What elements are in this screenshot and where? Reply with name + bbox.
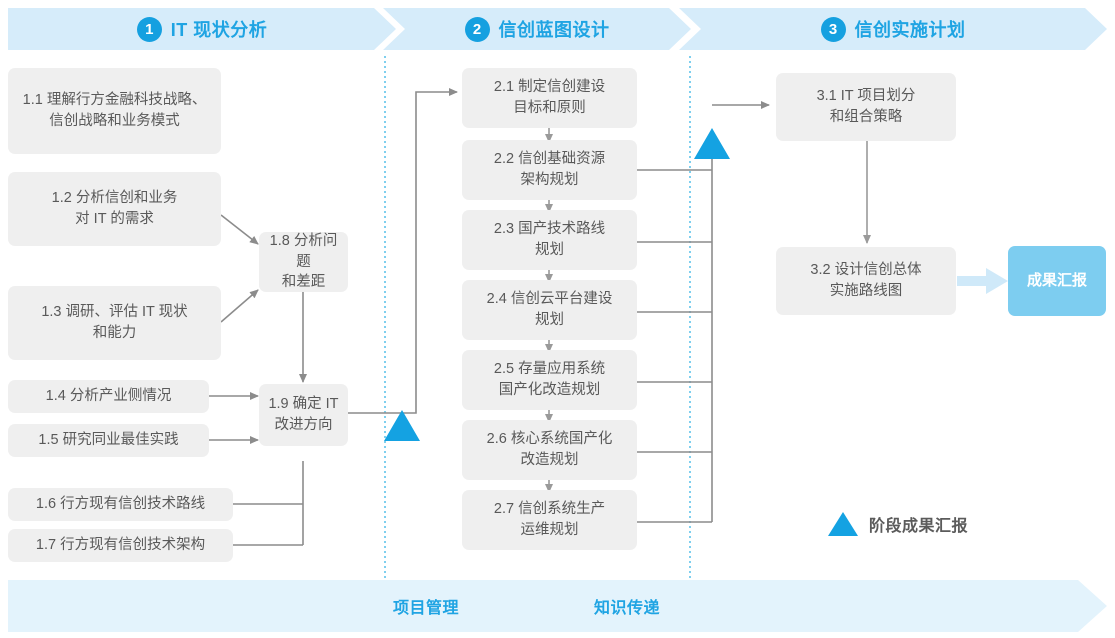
node-1-1-line2: 信创战略和业务模式: [49, 113, 180, 129]
node-2-1-line2: 目标和原则: [513, 100, 586, 116]
node-1-1[interactable]: 1.1 理解行方金融科技战略、信创战略和业务模式: [8, 68, 221, 154]
node-1-9[interactable]: 1.9 确定 IT 改进方向: [259, 384, 348, 446]
legend-label: 阶段成果汇报: [869, 518, 969, 535]
wire-1-3-to-1-8: [220, 289, 259, 323]
node-3-1-line1: 3.1 IT 项目划分: [816, 88, 916, 105]
footer-label-1: 项目管理: [393, 600, 460, 617]
node-1-9-line1: 1.9 确定 IT: [268, 396, 339, 413]
node-3-2-line2: 实施路线图: [829, 283, 903, 299]
node-2-1[interactable]: 2.1 制定信创建设目标和原则: [462, 68, 637, 128]
node-2-6-line1: 2.6 核心系统国产化: [486, 431, 613, 448]
node-1-6-line1: 1.6 行方现有信创技术路线: [35, 496, 206, 513]
node-3-1-line2: 和组合策略: [829, 109, 903, 125]
milestone-triangle-phase1: [384, 410, 420, 441]
node-2-3[interactable]: 2.3 国产技术路线规划: [462, 210, 637, 270]
legend: 阶段成果汇报: [828, 512, 968, 536]
phase-title-1: IT 现状分析: [170, 20, 268, 40]
result-chip-line2: 汇报: [1057, 272, 1088, 290]
node-2-7-line1: 2.7 信创系统生产: [493, 501, 606, 518]
node-2-7-line2: 运维规划: [520, 522, 579, 538]
node-2-4-line2: 规划: [535, 312, 564, 328]
node-1-5-line1: 1.5 研究同业最佳实践: [38, 432, 179, 449]
wire-1-9-to-2-1: [348, 88, 458, 414]
wire-1-2-to-1-8: [220, 214, 259, 245]
node-1-7-line1: 1.7 行方现有信创技术架构: [35, 537, 206, 554]
node-2-3-line1: 2.3 国产技术路线: [493, 221, 606, 238]
node-2-2-line2: 架构规划: [520, 172, 579, 188]
node-1-3-line1: 1.3 调研、评估 IT 现状: [41, 304, 188, 321]
node-1-9-line2: 改进方向: [274, 417, 333, 433]
node-1-8-line1: 1.8 分析问题: [269, 233, 338, 270]
node-3-1[interactable]: 3.1 IT 项目划分和组合策略: [776, 73, 956, 141]
node-2-5-line1: 2.5 存量应用系统: [493, 361, 606, 378]
node-2-4[interactable]: 2.4 信创云平台建设规划: [462, 280, 637, 340]
node-2-1-line1: 2.1 制定信创建设: [493, 79, 606, 96]
node-1-2-line2: 对 IT 的需求: [75, 211, 154, 227]
node-1-6[interactable]: 1.6 行方现有信创技术路线: [8, 488, 233, 521]
footer-band[interactable]: 项目管理 知识传递: [8, 580, 1107, 632]
phase-title-2: 信创蓝图设计: [498, 20, 610, 40]
phase-band-2-shape: [383, 8, 691, 50]
phase-title-3: 信创实施计划: [854, 20, 966, 40]
phase-band-3[interactable]: 3 信创实施计划: [679, 8, 1107, 50]
phase-band-3-shape: [679, 8, 1107, 50]
node-1-3-line2: 和能力: [92, 325, 137, 341]
phase-band-1-shape: [8, 8, 396, 50]
phase-band-2[interactable]: 2 信创蓝图设计: [383, 8, 691, 50]
node-1-2[interactable]: 1.2 分析信创和业务对 IT 的需求: [8, 172, 221, 246]
node-1-5[interactable]: 1.5 研究同业最佳实践: [8, 424, 209, 457]
node-2-3-line2: 规划: [535, 242, 564, 258]
node-2-2[interactable]: 2.2 信创基础资源架构规划: [462, 140, 637, 200]
node-1-4[interactable]: 1.4 分析产业侧情况: [8, 380, 209, 413]
phase-number-2: 2: [464, 16, 490, 42]
node-1-7[interactable]: 1.7 行方现有信创技术架构: [8, 529, 233, 562]
triangle-up-icon: [828, 512, 858, 536]
wire-3-2-to-result: [957, 268, 1008, 294]
node-1-8-line2: 和差距: [281, 274, 326, 291]
node-3-2[interactable]: 3.2 设计信创总体实施路线图: [776, 247, 956, 315]
footer-band-shape: [8, 580, 1107, 632]
phase-number-3: 3: [820, 16, 846, 42]
node-1-1-line1: 1.1 理解行方金融科技战略、: [22, 92, 207, 109]
footer-label-2: 知识传递: [594, 600, 661, 617]
result-chip-line1: 成果: [1026, 272, 1057, 290]
phase-number-1: 1: [136, 16, 162, 42]
node-2-6[interactable]: 2.6 核心系统国产化改造规划: [462, 420, 637, 480]
node-2-5[interactable]: 2.5 存量应用系统国产化改造规划: [462, 350, 637, 410]
node-2-2-line1: 2.2 信创基础资源: [493, 151, 606, 168]
node-3-2-line1: 3.2 设计信创总体: [810, 262, 922, 279]
result-chip[interactable]: 成果汇报: [1008, 246, 1106, 316]
node-1-3[interactable]: 1.3 调研、评估 IT 现状和能力: [8, 286, 221, 360]
node-1-2-line1: 1.2 分析信创和业务: [51, 190, 178, 207]
phase-band-1[interactable]: 1 IT 现状分析: [8, 8, 396, 50]
node-2-5-line2: 国产化改造规划: [498, 382, 601, 398]
node-2-6-line2: 改造规划: [520, 452, 579, 468]
node-2-7[interactable]: 2.7 信创系统生产运维规划: [462, 490, 637, 550]
milestone-triangle-phase2: [694, 128, 730, 159]
node-1-4-line1: 1.4 分析产业侧情况: [45, 388, 172, 405]
node-1-8[interactable]: 1.8 分析问题和差距: [259, 232, 348, 292]
node-2-4-line1: 2.4 信创云平台建设: [486, 291, 613, 308]
